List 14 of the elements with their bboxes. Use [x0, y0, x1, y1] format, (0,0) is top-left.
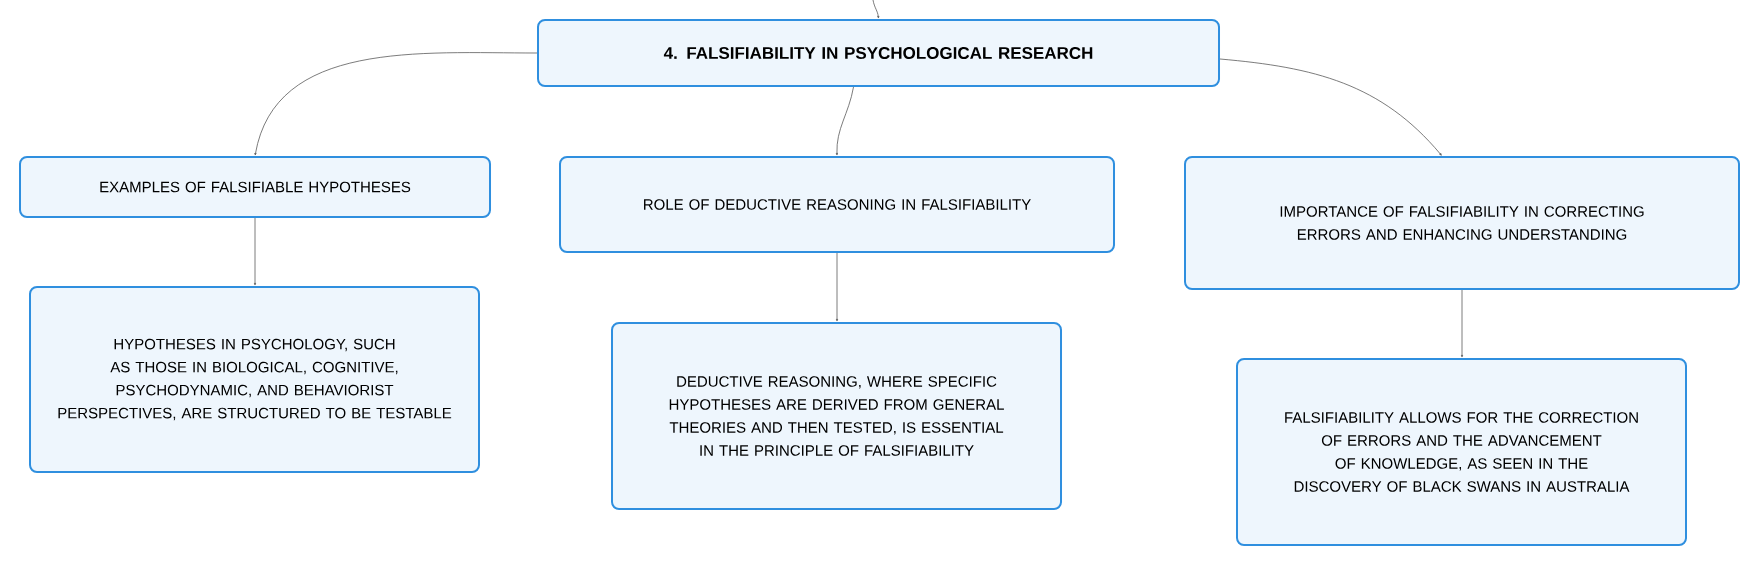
connector-arrow [254, 52, 538, 156]
title-box: 4. FALSIFIABILITY IN PSYCHOLOGICAL RESEARCH [537, 19, 1220, 87]
connector-arrow [835, 252, 839, 322]
topic-box: ROLE OF DEDUCTIVE REASONING IN FALSIFIABILITY [559, 156, 1115, 253]
topic-box: EXAMPLES OF FALSIFIABLE HYPOTHESES [19, 156, 491, 218]
detail-box: FALSIFIABILITY ALLOWS FOR THE CORRECTION OF ERRORS AND THE ADVANCEMENT OF KNOWLEDGE, AS SEEN IN THE DISCOVERY OF BLACK SWANS IN AUSTRALIA [1236, 358, 1687, 546]
topic-box: IMPORTANCE OF FALSIFIABILITY IN CORRECTING ERRORS AND ENHANCING UNDERSTANDING [1184, 156, 1740, 290]
connector-arrow [835, 86, 854, 156]
connector-arrow [1460, 289, 1464, 358]
detail-box: DEDUCTIVE REASONING, WHERE SPECIFIC HYPOTHESES ARE DERIVED FROM GENERAL THEORIES AND THEN TESTED, IS ESSENTIAL IN THE PRINCIPLE OF FALSIFIABILITY [611, 322, 1062, 510]
detail-box: HYPOTHESES IN PSYCHOLOGY, SUCH AS THOSE IN BIOLOGICAL, COGNITIVE, PSYCHODYNAMIC, AND BEHAVIORIST PERSPECTIVES, ARE STRUCTURED TO BE TESTABLE [29, 286, 480, 473]
connector-arrow [872, 0, 880, 19]
connector-arrow [1219, 58, 1442, 156]
connector-arrow [253, 217, 257, 286]
